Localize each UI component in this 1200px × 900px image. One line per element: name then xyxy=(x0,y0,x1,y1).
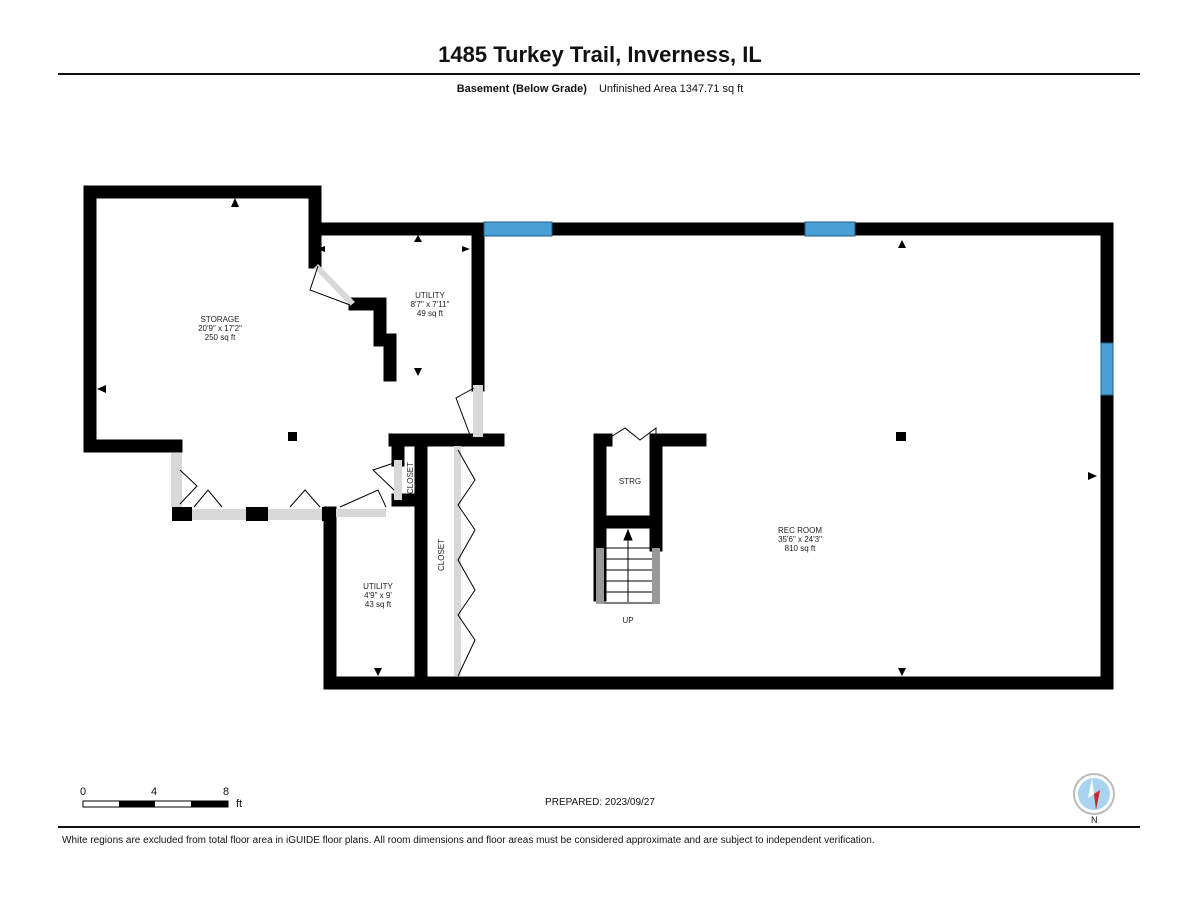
wall-post xyxy=(172,507,192,521)
header-divider xyxy=(58,73,1140,75)
stairs-up-label: UP xyxy=(622,616,633,625)
room-name: UTILITY xyxy=(363,582,393,591)
room-area: 250 sq ft xyxy=(205,333,236,342)
room-name: STORAGE xyxy=(201,315,240,324)
column xyxy=(288,432,297,441)
scale-label: 0 xyxy=(80,786,87,798)
door-openings xyxy=(171,264,660,676)
scale-label: 8 xyxy=(223,786,230,798)
room-area: 49 sq ft xyxy=(417,309,444,318)
floor-subtitle: Basement (Below Grade) Unfinished Area 13… xyxy=(0,83,1200,95)
door-opening xyxy=(192,509,246,520)
scale-label: 4 xyxy=(151,786,158,798)
prepared-date: PREPARED: 2023/09/27 xyxy=(545,797,655,808)
stair-rail xyxy=(652,548,660,604)
closet-label: CLOSET xyxy=(406,462,415,494)
walls xyxy=(83,185,1114,690)
stair-rail xyxy=(596,548,604,604)
door-opening xyxy=(314,264,355,306)
room-dims: 20'9" x 17'2" xyxy=(198,324,242,333)
room-dims: 4'9" x 9' xyxy=(364,591,392,600)
door-opening xyxy=(336,509,386,517)
windows xyxy=(483,221,1114,396)
room-dims: 35'6" x 24'3" xyxy=(778,535,822,544)
room-area: 43 sq ft xyxy=(365,600,392,609)
north-label: N xyxy=(1091,815,1098,825)
window xyxy=(1100,342,1114,396)
scale-unit: ft xyxy=(236,798,243,810)
door-opening xyxy=(473,385,483,437)
door-opening xyxy=(171,453,182,507)
page-title: 1485 Turkey Trail, Inverness, IL xyxy=(438,42,762,67)
door-opening xyxy=(268,509,322,520)
room-name: REC ROOM xyxy=(778,526,822,535)
door-swings xyxy=(179,265,657,677)
wall-post xyxy=(246,507,268,521)
floor-area: Unfinished Area 1347.71 sq ft xyxy=(598,83,744,95)
compass-icon xyxy=(1073,773,1115,815)
column xyxy=(896,432,906,441)
dimension-markers xyxy=(97,198,1097,676)
door-opening xyxy=(454,446,461,676)
scale-bar xyxy=(82,800,229,808)
footer-divider xyxy=(58,826,1140,828)
disclaimer: White regions are excluded from total fl… xyxy=(62,835,875,846)
window xyxy=(483,221,553,237)
floor-name: Basement (Below Grade) xyxy=(456,83,587,95)
room-dims: 8'7" x 7'11" xyxy=(411,300,450,309)
door-opening xyxy=(394,460,402,500)
wall-post xyxy=(322,507,336,521)
stairs xyxy=(604,528,652,604)
room-area: 810 sq ft xyxy=(785,544,816,553)
strg-label: STRG xyxy=(619,477,641,486)
window xyxy=(804,221,856,237)
closet-label: CLOSET xyxy=(437,539,446,571)
room-name: UTILITY xyxy=(415,291,445,300)
